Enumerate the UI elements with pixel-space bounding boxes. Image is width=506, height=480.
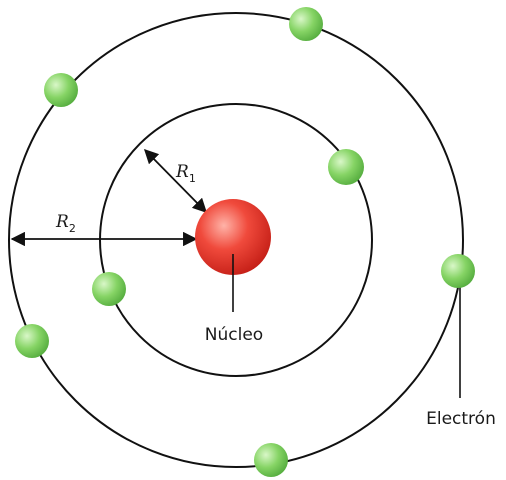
- r1-label: R1: [175, 162, 196, 185]
- electron-label: Electrón: [426, 409, 496, 429]
- electron: [254, 443, 288, 477]
- r1-arrow: [143, 148, 208, 214]
- nucleus: [195, 199, 271, 275]
- outer-orbit: [8, 12, 464, 468]
- electron: [92, 272, 126, 306]
- electron: [44, 73, 78, 107]
- electron: [15, 324, 49, 358]
- electron: [328, 149, 364, 185]
- nucleus-label: Núcleo: [205, 325, 263, 345]
- r2-label: R2: [55, 212, 76, 235]
- electron: [441, 254, 475, 288]
- electron: [289, 7, 323, 41]
